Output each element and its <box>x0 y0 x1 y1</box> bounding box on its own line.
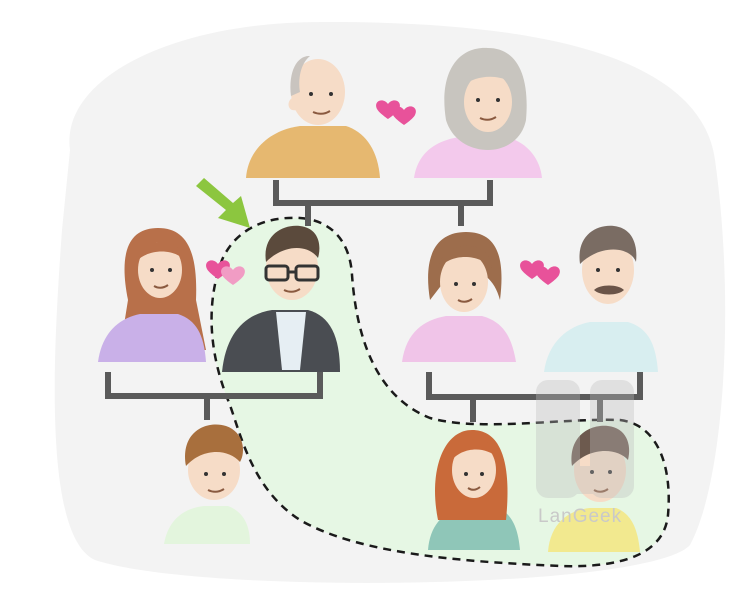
person-wife <box>98 228 206 362</box>
person-grandmother <box>414 47 542 178</box>
langeek-logo-icon <box>536 380 634 498</box>
highlight-region <box>210 216 670 568</box>
tree-lines <box>105 180 643 422</box>
heart-icon <box>206 260 245 285</box>
person-son <box>164 424 250 544</box>
arrow-icon <box>196 178 250 228</box>
heart-icon <box>376 100 416 125</box>
person-grandfather <box>246 55 380 178</box>
person-niece <box>428 430 520 550</box>
person-nephew <box>548 425 640 552</box>
person-sister <box>402 232 516 362</box>
watermark-text: LanGeek <box>538 506 623 527</box>
person-brother-in-law <box>544 225 658 372</box>
person-husband-selected <box>222 225 340 372</box>
heart-icon <box>520 260 560 285</box>
